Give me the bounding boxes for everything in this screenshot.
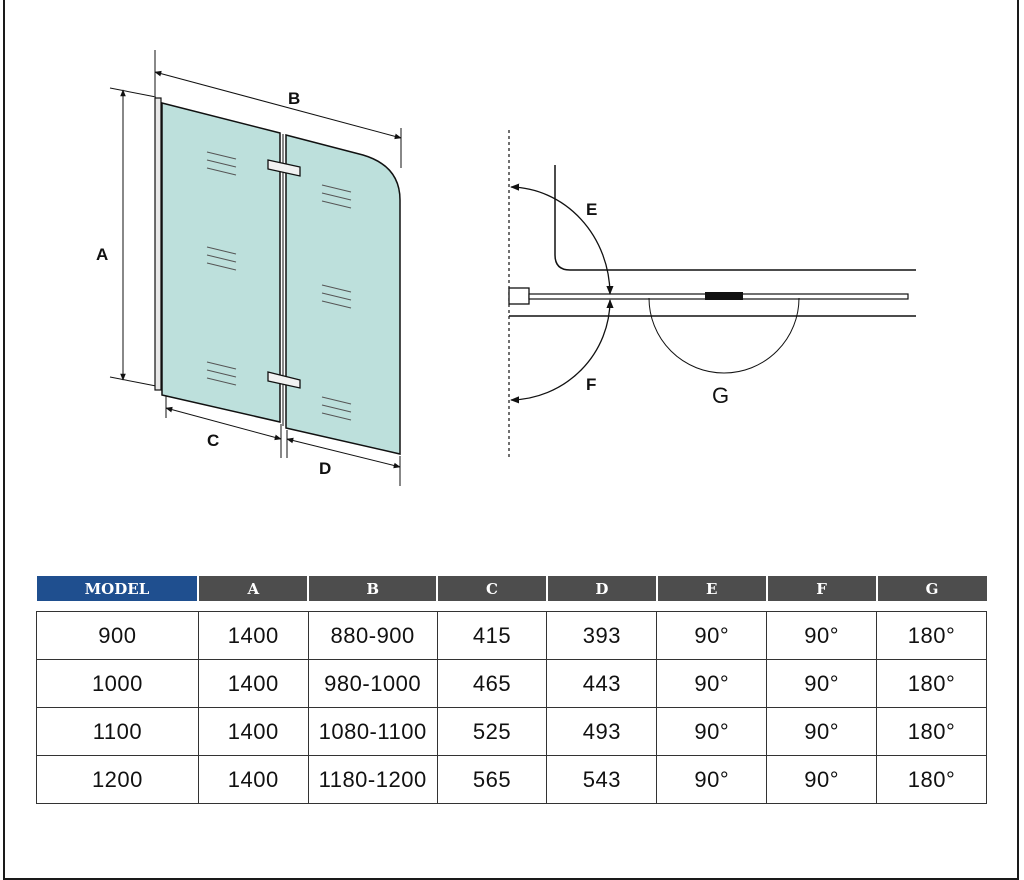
cell-d: 443 [546, 659, 658, 708]
front-view: B A C D [96, 50, 402, 486]
cell-b: 980-1000 [307, 659, 438, 708]
cell-g: 180° [876, 659, 987, 708]
arc-g [648, 297, 800, 374]
header-d: D [545, 576, 657, 601]
cell-g: 180° [876, 755, 987, 804]
cell-d: 543 [546, 755, 658, 804]
table-row: 1200 1400 1180-1200 565 543 90° 90° 180° [36, 755, 987, 804]
wall-bracket [508, 287, 530, 305]
bathtub-edge [554, 165, 916, 271]
cell-e: 90° [656, 659, 768, 708]
cell-b: 1080-1100 [307, 707, 438, 756]
cell-c: 525 [436, 707, 548, 756]
cell-c: 415 [436, 611, 548, 660]
cell-b: 1180-1200 [307, 755, 438, 804]
cell-e: 90° [656, 755, 768, 804]
cell-f: 90° [766, 611, 878, 660]
table-row: 1100 1400 1080-1100 525 493 90° 90° 180° [36, 707, 987, 756]
plan-view: E F G [508, 130, 916, 458]
cell-a: 1400 [197, 659, 309, 708]
dimension-c-line [165, 406, 282, 441]
screen-diagram: B A C D [96, 50, 916, 486]
cell-model: 900 [36, 611, 199, 660]
dimension-b-line [154, 70, 402, 140]
cell-model: 1000 [36, 659, 199, 708]
header-b: B [307, 576, 438, 601]
cell-e: 90° [656, 707, 768, 756]
label-g: G [712, 383, 729, 408]
cell-f: 90° [766, 659, 878, 708]
dimension-d-line [286, 437, 401, 469]
cell-g: 180° [876, 707, 987, 756]
label-b: B [288, 89, 300, 108]
header-a: A [197, 576, 309, 601]
header-c: C [436, 576, 547, 601]
wall-profile [154, 97, 162, 391]
cell-model: 1200 [36, 755, 199, 804]
cell-c: 465 [436, 659, 548, 708]
label-f: F [586, 375, 596, 394]
cell-g: 180° [876, 611, 987, 660]
label-c: C [207, 431, 219, 450]
header-model: MODEL [36, 576, 199, 601]
cell-b: 880-900 [307, 611, 438, 660]
label-e: E [586, 200, 597, 219]
glass-panel-right [285, 134, 401, 455]
hinge-plan [705, 292, 743, 300]
table-header-row: MODEL A B C D E F G [36, 576, 987, 601]
spec-table: MODEL A B C D E F G 900 1400 880-900 415… [36, 576, 987, 804]
cell-a: 1400 [197, 755, 309, 804]
cell-model: 1100 [36, 707, 199, 756]
cell-a: 1400 [197, 707, 309, 756]
cell-c: 565 [436, 755, 548, 804]
table-row: 900 1400 880-900 415 393 90° 90° 180° [36, 611, 987, 660]
header-g: G [875, 576, 987, 601]
header-f: F [765, 576, 877, 601]
arc-f [510, 299, 614, 404]
cell-d: 393 [546, 611, 658, 660]
label-a: A [96, 245, 108, 264]
cell-d: 493 [546, 707, 658, 756]
cell-e: 90° [656, 611, 768, 660]
cell-f: 90° [766, 707, 878, 756]
header-e: E [655, 576, 767, 601]
label-d: D [319, 459, 331, 478]
table-row: 1000 1400 980-1000 465 443 90° 90° 180° [36, 659, 987, 708]
hinge-upper [267, 159, 301, 177]
cell-a: 1400 [197, 611, 309, 660]
arc-e [510, 183, 614, 295]
hinge-lower [267, 371, 301, 389]
glass-reflections [206, 151, 352, 421]
glass-panel-left [161, 102, 281, 423]
cell-f: 90° [766, 755, 878, 804]
